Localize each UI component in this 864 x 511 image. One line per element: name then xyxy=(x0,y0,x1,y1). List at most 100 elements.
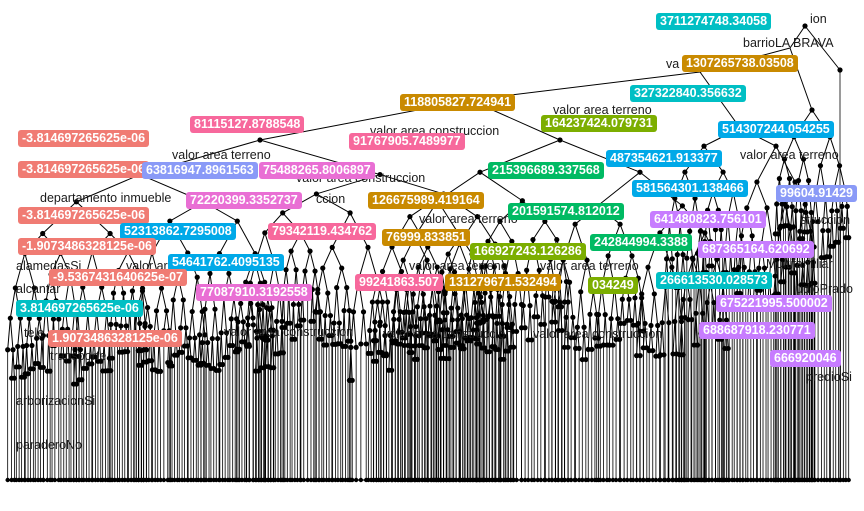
tree-edge xyxy=(540,295,544,325)
tree-edge xyxy=(637,323,641,356)
tree-edge xyxy=(261,338,265,368)
tree-edge xyxy=(403,289,408,313)
tree-edge xyxy=(470,317,474,338)
tree-edge xyxy=(811,262,814,284)
tree-edge xyxy=(784,136,795,160)
tree-edge xyxy=(333,323,336,345)
tree-edge xyxy=(457,319,460,343)
tree-edge xyxy=(479,171,523,202)
value-label: 487354621.913377 xyxy=(606,150,722,167)
tree-edge xyxy=(191,311,196,338)
tree-edge xyxy=(285,251,292,270)
value-label: -1.9073486328125e-06 xyxy=(18,238,156,255)
tree-edge xyxy=(201,342,205,364)
tree-node xyxy=(789,204,795,210)
tree-edge xyxy=(12,349,15,379)
node-text: Multifamiliar xyxy=(766,257,833,271)
tree-edge xyxy=(170,299,174,335)
tree-edge xyxy=(797,159,805,181)
tree-edge xyxy=(204,309,209,343)
tree-edge xyxy=(189,311,193,338)
tree-edge xyxy=(650,293,655,326)
tree-edge xyxy=(477,315,480,344)
tree-edge xyxy=(829,136,841,166)
tree-node xyxy=(552,319,558,325)
tree-edge xyxy=(266,307,269,341)
tree-edge xyxy=(144,307,149,327)
tree-edge xyxy=(659,322,663,355)
tree-edge xyxy=(343,287,348,311)
tree-edge xyxy=(620,299,623,324)
tree-edge xyxy=(661,322,665,355)
tree-edge xyxy=(631,255,639,279)
tree-edge xyxy=(410,294,414,327)
value-label: 166927243.126286 xyxy=(470,243,586,260)
value-label: 75488265.8006897 xyxy=(259,162,375,179)
tree-edge xyxy=(693,313,697,346)
tree-node xyxy=(605,253,611,259)
tree-edge xyxy=(26,318,30,346)
tree-edge xyxy=(352,311,357,348)
tree-edge xyxy=(511,324,515,348)
tree-node xyxy=(109,355,115,361)
node-text: valor area terreno xyxy=(553,103,652,117)
tree-edge xyxy=(172,299,177,335)
tree-edge xyxy=(336,267,343,288)
tree-edge xyxy=(74,349,78,385)
node-text: valor area terreno xyxy=(419,212,518,226)
tree-edge xyxy=(799,204,806,232)
tree-edge xyxy=(637,293,643,324)
tree-edge xyxy=(681,254,684,275)
tree-edge xyxy=(304,251,311,272)
tree-edge xyxy=(322,268,329,294)
tree-edge xyxy=(657,325,660,357)
tree-edge xyxy=(163,310,168,331)
tree-edge xyxy=(166,310,170,331)
tree-edge xyxy=(211,338,215,369)
tree-edge xyxy=(774,259,778,294)
tree-edge xyxy=(805,212,808,233)
value-label: 91767905.7489977 xyxy=(349,133,465,150)
value-label: 514307244.054255 xyxy=(718,121,834,138)
tree-edge xyxy=(317,293,321,312)
tree-edge xyxy=(819,136,831,166)
tree-edge xyxy=(781,259,785,282)
tree-edge xyxy=(327,293,331,316)
tree-edge xyxy=(661,286,667,323)
value-label: 242844994.3388 xyxy=(590,234,692,251)
tree-edge xyxy=(458,243,470,270)
value-label: 164237424.079731 xyxy=(541,115,657,132)
value-label: 201591574.812012 xyxy=(508,203,624,220)
tree-edge xyxy=(316,193,351,214)
tree-edge xyxy=(311,271,316,290)
value-label: 126675989.419164 xyxy=(368,192,484,209)
tree-node xyxy=(445,251,451,257)
tree-edge xyxy=(575,327,578,349)
value-label: -3.814697265625e-06 xyxy=(18,161,150,178)
node-text: struccion xyxy=(800,213,851,227)
tree-edge xyxy=(292,304,296,340)
tree-edge xyxy=(436,291,440,322)
tree-edge xyxy=(804,204,812,232)
tree-edge xyxy=(803,159,810,181)
tree-edge xyxy=(784,204,791,229)
tree-node xyxy=(825,228,831,234)
tree-node xyxy=(288,248,294,254)
tree-node xyxy=(530,237,536,243)
tree-edge xyxy=(264,212,284,234)
tree-edge xyxy=(570,317,574,338)
tree-edge xyxy=(796,265,799,301)
tree-edge xyxy=(448,308,452,337)
tree-node xyxy=(307,248,313,254)
tree-edge xyxy=(24,253,35,289)
tree-edge xyxy=(477,296,482,316)
tree-edge xyxy=(439,287,443,320)
tree-edge xyxy=(822,230,825,258)
value-label: 99241863.507 xyxy=(355,274,443,291)
tree-edge xyxy=(687,299,691,320)
tree-edge xyxy=(19,318,24,347)
tree-edge xyxy=(412,311,416,346)
tree-edge xyxy=(499,304,503,337)
tree-edge xyxy=(237,303,242,322)
tree-edge xyxy=(7,318,11,350)
